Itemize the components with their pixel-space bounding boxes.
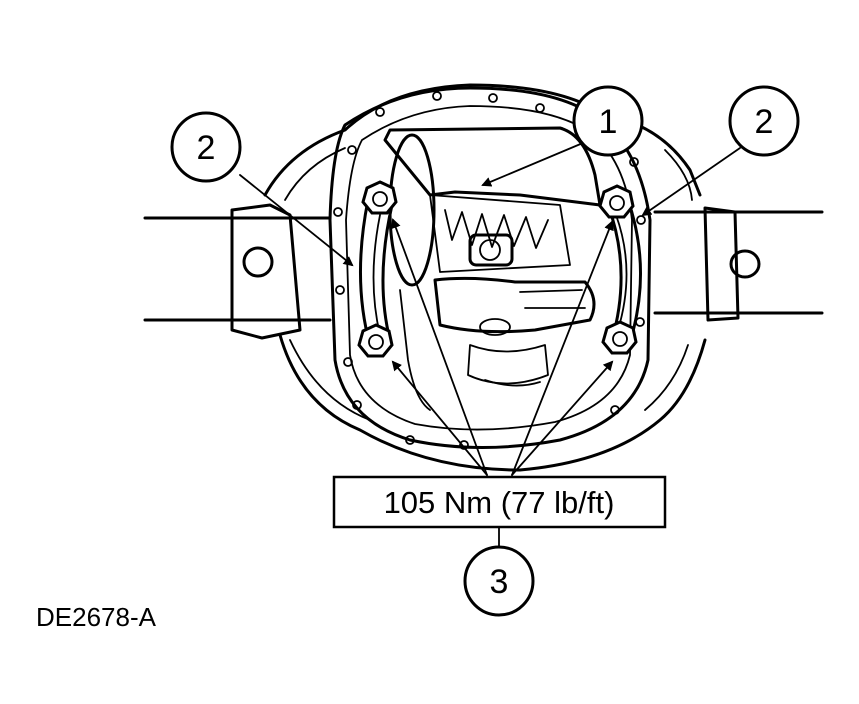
bolt-lower-left — [357, 323, 394, 358]
bolt-lower-right — [601, 320, 638, 355]
bolt-upper-right — [598, 184, 635, 219]
left-bearing-cap — [358, 198, 394, 347]
figure-id: DE2678-A — [36, 602, 157, 632]
callout-3-label: 3 — [490, 563, 509, 601]
callout-1-label: 1 — [599, 103, 618, 141]
callout-2-left-label: 2 — [197, 129, 216, 167]
callout-2-left: 2 — [170, 111, 242, 183]
flange-bolt-holes — [333, 91, 646, 450]
leader-lines — [239, 139, 741, 548]
callout-1: 1 — [572, 85, 644, 157]
left-axle-tube — [143, 203, 332, 340]
right-axle-tube — [653, 206, 824, 322]
torque-spec-text: 105 Nm (77 lb/ft) — [384, 485, 615, 520]
bolt-upper-left — [361, 180, 398, 215]
differential-case — [383, 126, 602, 411]
right-bearing-cap — [606, 198, 643, 344]
callout-2-right-label: 2 — [755, 103, 774, 141]
bearing-cap-bolts — [357, 180, 638, 358]
callout-3: 3 — [463, 545, 535, 617]
torque-spec-box: 105 Nm (77 lb/ft) — [332, 475, 667, 529]
callout-2-right: 2 — [728, 85, 800, 157]
